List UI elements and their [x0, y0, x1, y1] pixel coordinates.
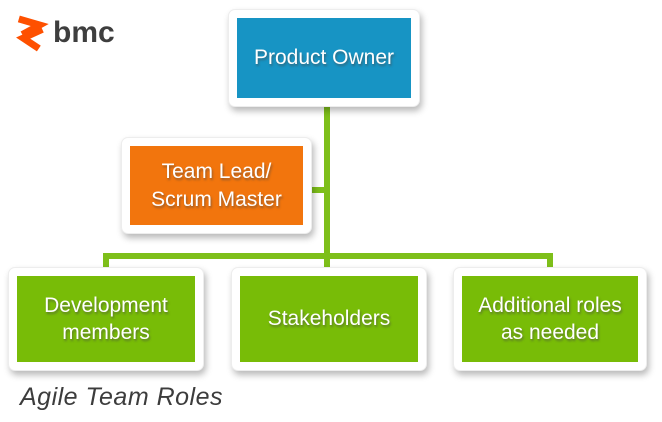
node-additional-label: Additional roles as needed — [478, 293, 622, 344]
bmc-chevron-icon — [13, 12, 49, 57]
node-additional-fill: Additional roles as needed — [462, 276, 638, 362]
bmc-logo: bmc — [13, 12, 115, 57]
node-team-lead-fill: Team Lead/ Scrum Master — [130, 146, 303, 225]
node-additional-roles: Additional roles as needed — [453, 267, 647, 371]
connector-product-owner-vertical — [324, 103, 330, 277]
connector-team-lead — [308, 187, 326, 193]
node-product-owner: Product Owner — [228, 9, 420, 107]
diagram-caption: Agile Team Roles — [20, 383, 224, 411]
node-team-lead-label: Team Lead/ Scrum Master — [151, 160, 282, 211]
connector-drop-additional — [547, 253, 553, 272]
node-stakeholders: Stakeholders — [231, 267, 427, 371]
node-product-owner-fill: Product Owner — [237, 18, 411, 98]
node-team-lead-scrum-master: Team Lead/ Scrum Master — [121, 137, 312, 234]
node-development-label: Development members — [44, 293, 168, 344]
node-development-members: Development members — [8, 267, 204, 371]
bmc-logo-text: bmc — [53, 15, 115, 49]
node-stakeholders-fill: Stakeholders — [240, 276, 418, 362]
node-stakeholders-label: Stakeholders — [267, 307, 391, 331]
node-development-fill: Development members — [17, 276, 195, 362]
connector-drop-development — [103, 253, 109, 277]
connector-horizontal-bus — [103, 253, 553, 259]
node-product-owner-label: Product Owner — [253, 46, 395, 70]
